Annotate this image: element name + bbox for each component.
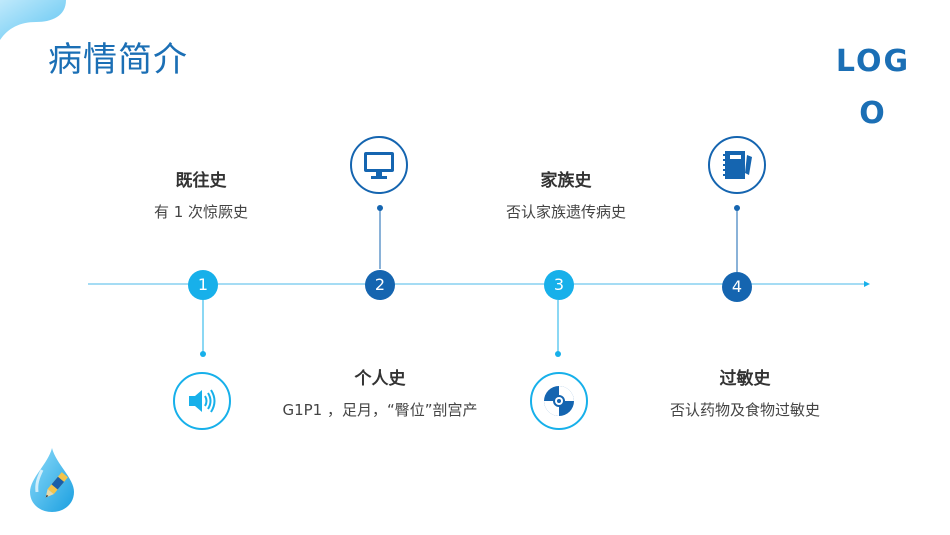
- event-personal-history: 个人史 G1P1 ，足月，“臀位”剖宫产: [260, 364, 500, 420]
- notebook-icon-circle: [708, 136, 766, 194]
- monitor-icon: [364, 152, 394, 179]
- event-title: 过敏史: [719, 369, 771, 389]
- timeline-node-2: 2: [365, 270, 395, 300]
- event-title: 家族史: [540, 171, 592, 191]
- event-description: 有 1 次惊厥史: [153, 203, 249, 221]
- timeline-node-3: 3: [544, 270, 574, 300]
- event-description: 否认药物及食物过敏史: [669, 401, 820, 419]
- event-description: G1P1 ，足月，“臀位”剖宫产: [282, 401, 478, 419]
- event-title: 既往史: [175, 171, 227, 191]
- monitor-icon-circle: [350, 136, 408, 194]
- page-title: 病情简介: [48, 40, 188, 80]
- event-allergy-history: 过敏史 否认药物及食物过敏史: [655, 364, 835, 420]
- event-description: 否认家族遗传病史: [505, 203, 626, 221]
- logo: LOGO: [835, 44, 911, 131]
- notebook-icon: [723, 151, 752, 179]
- disc-icon-circle: [530, 372, 588, 430]
- event-past-history: 既往史 有 1 次惊厥史: [121, 166, 281, 222]
- timeline-node-4: 4: [722, 272, 752, 302]
- speaker-icon: [189, 389, 216, 413]
- event-family-history: 家族史 否认家族遗传病史: [476, 166, 656, 222]
- event-title: 个人史: [354, 369, 406, 389]
- speaker-icon-circle: [173, 372, 231, 430]
- water-drop-pen-icon: [30, 448, 74, 512]
- timeline-node-1: 1: [188, 270, 218, 300]
- corner-wave-decoration: [0, 0, 66, 40]
- disc-icon: [544, 386, 574, 416]
